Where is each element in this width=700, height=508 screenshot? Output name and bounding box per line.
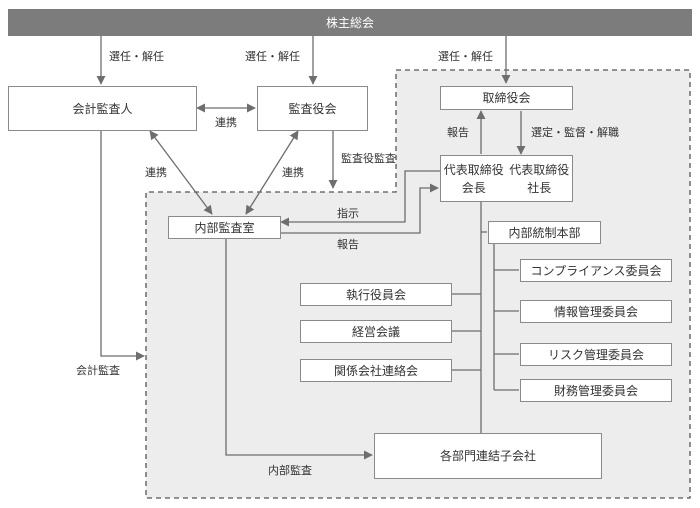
- arrow-report-internal: [281, 183, 439, 234]
- ceo-chairman: 代表取締役会長: [443, 162, 504, 195]
- board-of-directors-box: 取締役会: [440, 86, 573, 110]
- info-mgmt-committee-box: 情報管理委員会: [520, 300, 672, 323]
- arrow-coop-left: [149, 130, 213, 215]
- departments-label: 各部門: [439, 449, 476, 463]
- label-internal-audit: 内部監査: [268, 464, 312, 477]
- label-report-up: 報告: [447, 126, 469, 139]
- label-coop-auditors: 連携: [215, 116, 237, 129]
- label-elect-board: 選任・解任: [438, 50, 493, 63]
- label-coop-left: 連携: [145, 166, 167, 179]
- label-coop-right: 連携: [282, 166, 304, 179]
- label-select-supervise: 選定・監督・解職: [531, 126, 619, 139]
- subsidiaries-label: 連結子会社: [476, 449, 537, 463]
- affiliates-meeting-box: 関係会社連絡会: [300, 359, 452, 382]
- arrow-internal-audit: [225, 239, 373, 460]
- ceo-box: 代表取締役会長 代表取締役社長: [440, 155, 573, 202]
- internal-audit-box: 内部監査室: [168, 216, 281, 239]
- arrow-instruction: [280, 170, 440, 227]
- internal-control-box: 内部統制本部: [488, 221, 601, 244]
- label-accounting-audit: 会計監査: [76, 364, 120, 377]
- label-auditor-audit: 監査役監査: [341, 152, 396, 165]
- audit-board-box: 監査役会: [257, 86, 368, 131]
- label-elect-accountant: 選任・解任: [109, 50, 164, 63]
- departments-box: 各部門 連結子会社: [374, 433, 602, 479]
- exec-officers-box: 執行役員会: [300, 283, 452, 306]
- ceo-president: 代表取締役社長: [509, 162, 570, 195]
- risk-mgmt-committee-box: リスク管理委員会: [520, 343, 672, 366]
- arrow-accounting-audit: [100, 131, 145, 361]
- finance-mgmt-committee-box: 財務管理委員会: [520, 379, 672, 402]
- compliance-committee-box: コンプライアンス委員会: [520, 259, 672, 282]
- arrow-coop-right: [245, 130, 299, 215]
- label-report-internal: 報告: [337, 238, 359, 251]
- shareholders-meeting: 株主総会: [8, 9, 692, 36]
- label-instruction: 指示: [337, 207, 359, 220]
- management-meeting-box: 経営会議: [300, 320, 452, 343]
- accounting-auditor-box: 会計監査人: [8, 86, 197, 131]
- label-elect-auditors: 選任・解任: [245, 50, 300, 63]
